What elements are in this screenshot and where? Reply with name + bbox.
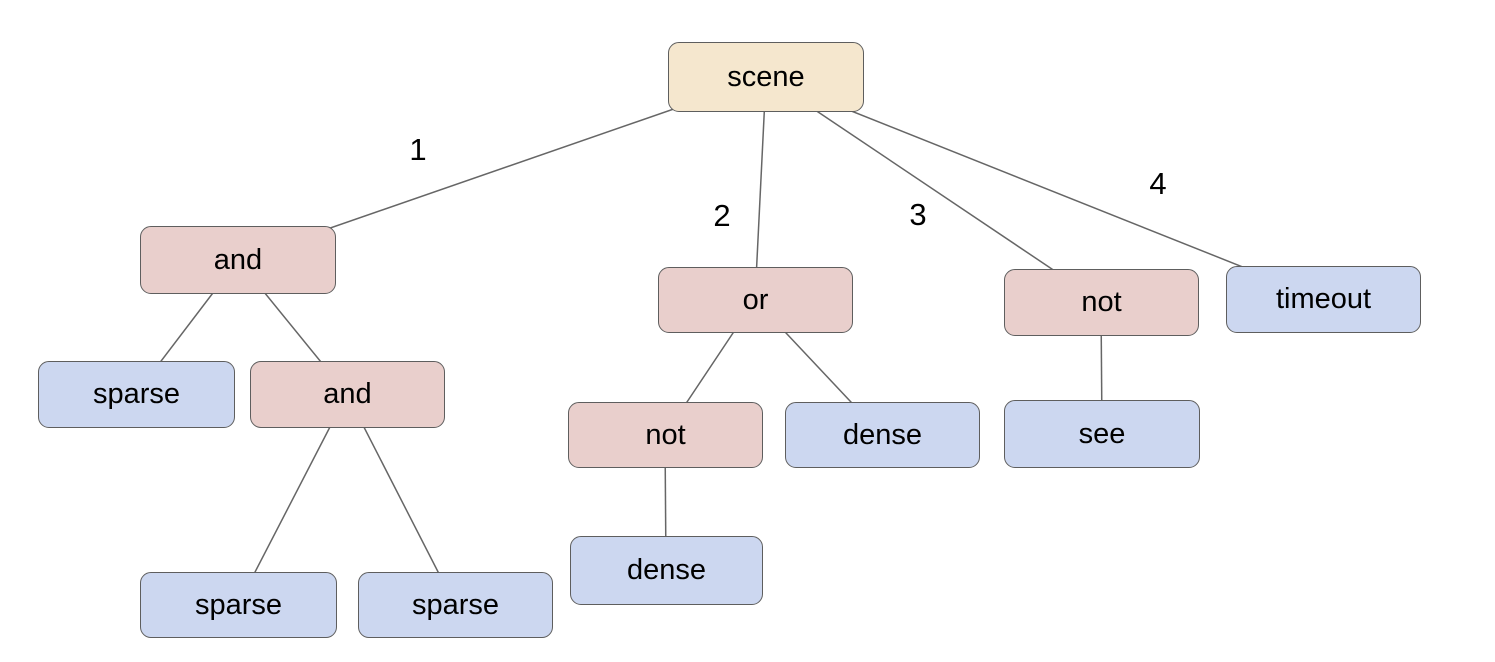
node-scene-label: scene	[727, 60, 805, 93]
edge-and2-sparse	[237, 393, 348, 606]
edge-label-1: 1	[409, 132, 426, 167]
node-not-1-label: not	[1081, 286, 1122, 318]
node-see-label: see	[1078, 417, 1126, 450]
node-and-1-label: and	[213, 243, 263, 276]
node-not-2: not	[568, 402, 763, 468]
edge-and2-sparse2	[346, 393, 456, 606]
node-not-2-label: not	[645, 418, 686, 451]
node-sparse-1-label: sparse	[92, 378, 181, 410]
edge-scene-not	[765, 76, 1102, 303]
node-sparse-3: sparse	[358, 572, 553, 638]
node-timeout-label: timeout	[1275, 283, 1372, 315]
edge-label-3: 3	[909, 197, 926, 232]
node-or: or	[658, 267, 853, 333]
node-sparse-2: sparse	[140, 572, 337, 638]
node-and-2: and	[250, 361, 445, 428]
node-sparse-2-label: sparse	[194, 588, 283, 621]
node-dense-1-label: dense	[842, 418, 922, 451]
node-sparse-1: sparse	[38, 361, 235, 428]
node-dense-1: dense	[785, 402, 980, 468]
node-and-1: and	[140, 226, 336, 294]
edge-label-4: 4	[1149, 166, 1166, 201]
node-not-1: not	[1004, 269, 1199, 336]
edge-scene-timeout	[765, 76, 1324, 300]
node-dense-2-label: dense	[626, 554, 706, 586]
edge-label-2: 2	[713, 198, 730, 233]
node-or-label: or	[742, 283, 769, 316]
edge-scene-or	[754, 76, 767, 301]
node-see: see	[1004, 400, 1200, 468]
node-and-2-label: and	[323, 378, 372, 410]
node-dense-2: dense	[570, 536, 763, 605]
node-timeout: timeout	[1226, 266, 1421, 333]
node-sparse-3-label: sparse	[411, 588, 500, 621]
node-scene: scene	[668, 42, 864, 112]
